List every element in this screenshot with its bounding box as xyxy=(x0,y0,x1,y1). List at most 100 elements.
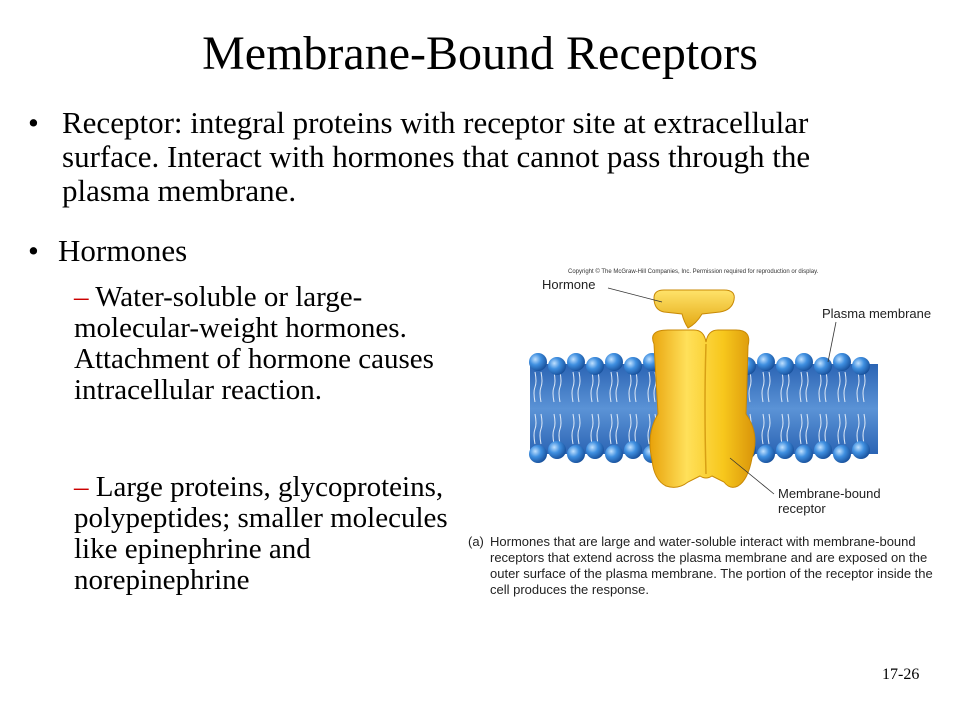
phospholipid-head xyxy=(852,441,870,459)
membrane-receptor-figure: Copyright © The McGraw-Hill Companies, I… xyxy=(468,264,956,630)
lipid-tail xyxy=(837,371,841,403)
lipid-tail xyxy=(552,413,556,445)
lipid-tail xyxy=(558,413,562,445)
lipid-tail xyxy=(856,371,860,403)
phospholipid-head xyxy=(586,441,604,459)
phospholipid-head xyxy=(776,357,794,375)
lipid-tail xyxy=(634,413,638,445)
lipid-tail xyxy=(748,371,752,403)
bullet-dot: • xyxy=(28,233,39,268)
sub-bullet-large-proteins: – Large proteins, glycoproteins, polypep… xyxy=(74,472,466,596)
phospholipid-head xyxy=(548,441,566,459)
lipid-tail xyxy=(647,371,651,403)
lipid-tail xyxy=(571,371,575,403)
bullet-text: Hormones xyxy=(58,233,188,268)
phospholipid-head xyxy=(567,353,585,371)
lipid-tail xyxy=(552,371,556,403)
lipid-tail xyxy=(837,413,841,445)
lipid-tail xyxy=(799,413,803,445)
hormone-molecule xyxy=(653,289,735,329)
lipid-tail xyxy=(634,371,638,403)
label-plasma-membrane: Plasma membrane xyxy=(822,306,932,321)
receptor-pointer xyxy=(729,457,775,495)
sub-bullet-water-soluble: – Water-soluble or large-molecular-weigh… xyxy=(74,282,466,406)
bullet-hormones: • Hormones xyxy=(28,234,187,268)
lipid-tail xyxy=(628,371,632,403)
bullet-text: Receptor: integral proteins with recepto… xyxy=(62,105,811,208)
phospholipid-head xyxy=(795,445,813,463)
lipid-tail xyxy=(856,413,860,445)
phospholipid-head xyxy=(529,353,547,371)
sub-bullet-text: Large proteins, glycoproteins, polypepti… xyxy=(74,471,448,596)
lipid-tail xyxy=(767,413,771,445)
caption-letter: (a) xyxy=(468,534,484,549)
lipid-tail xyxy=(577,413,581,445)
phospholipid-head xyxy=(795,353,813,371)
slide-number: 17-26 xyxy=(882,666,920,683)
lipid-tail xyxy=(596,371,600,403)
phospholipid-head xyxy=(833,353,851,371)
lipid-tail xyxy=(843,413,847,445)
lipid-tail xyxy=(558,371,562,403)
phospholipid-head xyxy=(624,357,642,375)
label-hormone: Hormone xyxy=(542,277,596,292)
copyright-notice: Copyright © The McGraw-Hill Companies, I… xyxy=(568,269,819,275)
lipid-tail xyxy=(609,413,613,445)
phospholipid-head xyxy=(567,445,585,463)
lipid-tail xyxy=(818,413,822,445)
lipid-tail xyxy=(577,371,581,403)
lipid-tail xyxy=(824,371,828,403)
sub-bullet-dash: – xyxy=(74,471,89,503)
lipid-tail xyxy=(539,371,543,403)
lipid-tail xyxy=(596,413,600,445)
lipid-tail xyxy=(862,371,866,403)
receptor-protein xyxy=(649,329,756,488)
lipid-tail xyxy=(628,413,632,445)
phospholipid-head xyxy=(776,441,794,459)
lipid-tail xyxy=(780,371,784,403)
lipid-tail xyxy=(805,413,809,445)
lipid-tail xyxy=(786,413,790,445)
membrane-pointer xyxy=(827,321,837,363)
lipid-tail xyxy=(590,371,594,403)
lipid-tail xyxy=(590,413,594,445)
lipid-tail xyxy=(615,413,619,445)
sub-bullet-text: Water-soluble or large-molecular-weight … xyxy=(74,281,434,406)
lipid-tail xyxy=(843,371,847,403)
slide-title: Membrane-Bound Receptors xyxy=(202,27,758,80)
lipid-tail xyxy=(615,371,619,403)
phospholipid-head xyxy=(814,357,832,375)
phospholipid-head xyxy=(852,357,870,375)
phospholipid-head xyxy=(833,445,851,463)
lipid-tail xyxy=(799,371,803,403)
lipid-tail xyxy=(571,413,575,445)
lipid-tail xyxy=(533,413,537,445)
hormone-pointer xyxy=(607,287,663,303)
phospholipid-head xyxy=(548,357,566,375)
phospholipid-head xyxy=(757,353,775,371)
phospholipid-head xyxy=(814,441,832,459)
lipid-tail xyxy=(647,413,651,445)
membrane-illustration xyxy=(529,287,878,495)
lipid-tail xyxy=(609,371,613,403)
bullet-receptor: • Receptor: integral proteins with recep… xyxy=(28,106,828,208)
lipid-tail xyxy=(786,371,790,403)
phospholipid-head xyxy=(624,441,642,459)
lipid-tail xyxy=(539,413,543,445)
lipid-tail xyxy=(761,371,765,403)
lipid-tail xyxy=(533,371,537,403)
phospholipid-head xyxy=(529,445,547,463)
lipid-tail xyxy=(805,371,809,403)
sub-bullet-dash: – xyxy=(74,281,89,313)
label-membrane-bound-receptor: Membrane-bound receptor xyxy=(778,486,881,516)
lipid-tail xyxy=(767,371,771,403)
lipid-tail xyxy=(824,413,828,445)
bullet-dot: • xyxy=(28,105,39,140)
phospholipid-head xyxy=(605,445,623,463)
lipid-tail xyxy=(818,371,822,403)
lipid-tail xyxy=(780,413,784,445)
phospholipid-head xyxy=(757,445,775,463)
figure-caption: (a) Hormones that are large and water-so… xyxy=(468,534,948,598)
lipid-tail xyxy=(761,413,765,445)
lipid-tail xyxy=(862,413,866,445)
